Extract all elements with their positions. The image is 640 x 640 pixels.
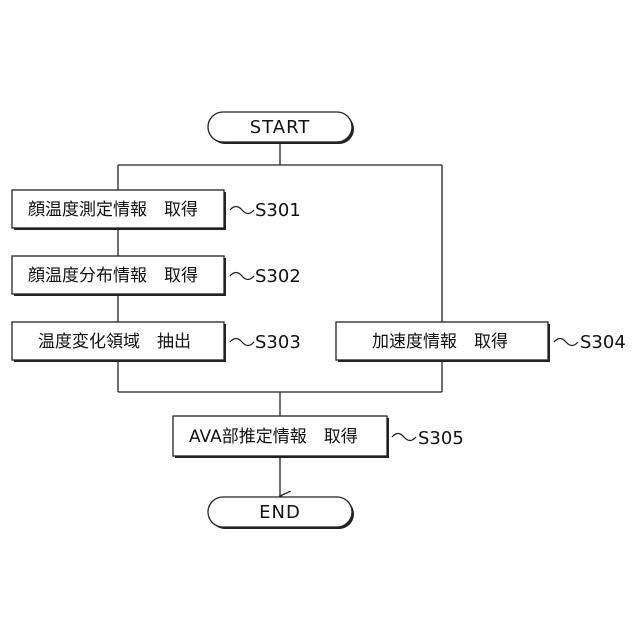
step-s304: 加速度情報 取得 S304 xyxy=(336,322,626,362)
step-s305-leader xyxy=(392,434,416,441)
end-terminal: END xyxy=(208,497,354,529)
start-terminal: START xyxy=(208,112,354,144)
step-s301-leader xyxy=(230,207,254,214)
step-s304-leader xyxy=(554,339,578,346)
step-s303-text: 温度変化領域 抽出 xyxy=(38,332,191,352)
start-label: START xyxy=(250,117,311,138)
step-s303: 温度変化領域 抽出 S303 xyxy=(12,322,301,362)
step-s303-label: S303 xyxy=(255,332,301,353)
step-s303-leader xyxy=(230,339,254,346)
step-s305-text: AVA部推定情報 取得 xyxy=(189,427,358,447)
end-label: END xyxy=(259,502,301,523)
step-s301-text: 顔温度測定情報 取得 xyxy=(28,200,198,220)
step-s302-label: S302 xyxy=(255,266,301,287)
step-s301: 顔温度測定情報 取得 S301 xyxy=(12,190,301,230)
step-s305: AVA部推定情報 取得 S305 xyxy=(173,416,464,458)
step-s302: 顔温度分布情報 取得 S302 xyxy=(12,256,301,296)
step-s302-text: 顔温度分布情報 取得 xyxy=(28,266,198,286)
step-s305-label: S305 xyxy=(418,428,464,449)
step-s304-text: 加速度情報 取得 xyxy=(372,332,508,352)
step-s302-leader xyxy=(230,273,254,280)
step-s304-label: S304 xyxy=(580,332,626,353)
step-s301-label: S301 xyxy=(255,200,301,221)
